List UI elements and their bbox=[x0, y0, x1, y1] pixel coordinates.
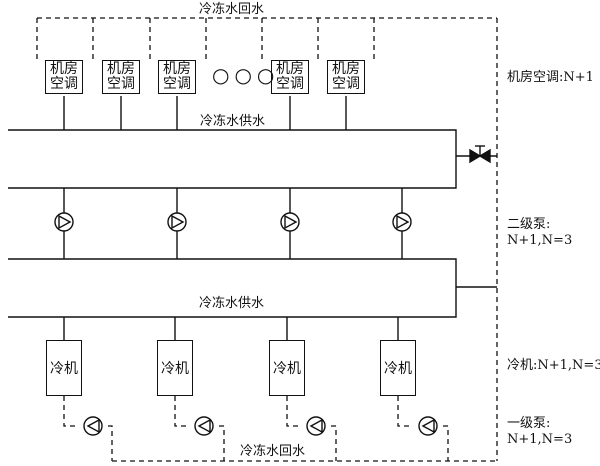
primary-pump-icon bbox=[306, 416, 326, 436]
chiller-label: 冷机 bbox=[161, 361, 189, 377]
chiller-unit: 冷机 bbox=[380, 340, 416, 396]
chiller-unit: 冷机 bbox=[269, 340, 305, 396]
crac-unit: 机房 空调 bbox=[158, 60, 196, 94]
secondary-pump-note-title: 二级泵: bbox=[507, 217, 551, 232]
crac-label: 机房 bbox=[276, 61, 304, 77]
crac-label: 空调 bbox=[50, 76, 78, 92]
crac-label: 机房 bbox=[107, 61, 135, 77]
secondary-pump-note-value: N+1,N=3 bbox=[507, 233, 573, 248]
top-return-label: 冷冻水回水 bbox=[199, 2, 265, 17]
crac-label: 空调 bbox=[107, 76, 135, 92]
primary-pump-icon bbox=[194, 416, 214, 436]
crac-label: 机房 bbox=[332, 61, 360, 77]
crac-redundancy-note: 机房空调:N+1 bbox=[507, 70, 594, 85]
ellipsis-dots: ○○○ bbox=[212, 63, 280, 87]
secondary-pump-icon bbox=[392, 212, 412, 232]
upper-supply-label: 冷冻水供水 bbox=[200, 114, 266, 129]
secondary-pump-icon bbox=[54, 212, 74, 232]
crac-label: 机房 bbox=[50, 61, 78, 77]
chiller-redundancy-note: 冷机:N+1,N=3 bbox=[507, 358, 600, 373]
lower-supply-label: 冷冻水供水 bbox=[199, 296, 265, 311]
chiller-label: 冷机 bbox=[273, 361, 301, 377]
crac-label: 空调 bbox=[332, 76, 360, 92]
secondary-pump-icon bbox=[280, 212, 300, 232]
chiller-unit: 冷机 bbox=[157, 340, 193, 396]
chiller-unit: 冷机 bbox=[46, 340, 82, 396]
primary-pump-icon bbox=[83, 416, 103, 436]
crac-unit: 机房 空调 bbox=[271, 60, 309, 94]
crac-label: 空调 bbox=[276, 76, 304, 92]
primary-pump-icon bbox=[418, 416, 438, 436]
secondary-pump-icon bbox=[167, 212, 187, 232]
primary-pump-note-value: N+1,N=3 bbox=[507, 432, 573, 447]
lower-supply-header bbox=[8, 258, 457, 318]
upper-supply-header bbox=[8, 129, 457, 189]
crac-unit: 机房 空调 bbox=[45, 60, 83, 94]
chiller-label: 冷机 bbox=[384, 361, 412, 377]
bottom-return-label: 冷冻水回水 bbox=[240, 444, 306, 459]
chiller-label: 冷机 bbox=[50, 361, 78, 377]
crac-label: 空调 bbox=[163, 76, 191, 92]
primary-pump-note-title: 一级泵: bbox=[507, 416, 551, 431]
crac-unit: 机房 空调 bbox=[102, 60, 140, 94]
bypass-valve-icon bbox=[469, 145, 491, 164]
crac-unit: 机房 空调 bbox=[327, 60, 365, 94]
crac-label: 机房 bbox=[163, 61, 191, 77]
